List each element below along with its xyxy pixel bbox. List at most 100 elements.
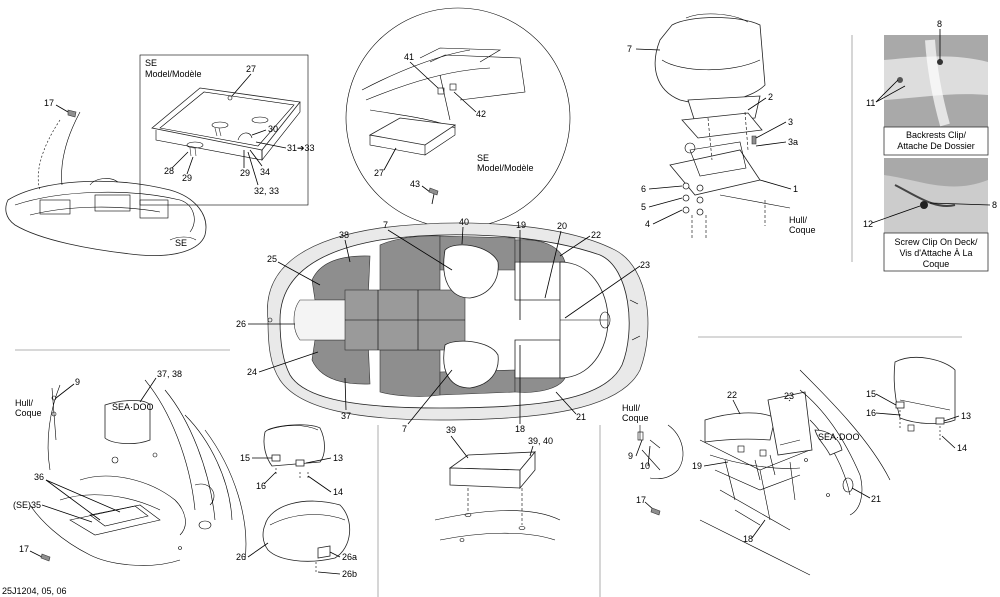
callout-18-right: 18 bbox=[743, 534, 753, 544]
callout-4: 4 bbox=[645, 219, 650, 229]
hull-left-caption-1: Hull/ bbox=[15, 398, 34, 408]
callout-16-right: 16 bbox=[866, 408, 876, 418]
callout-41: 41 bbox=[404, 52, 414, 62]
callout-17: 17 bbox=[44, 98, 54, 108]
callout-15-right: 15 bbox=[866, 389, 876, 399]
callout-22-right: 22 bbox=[727, 390, 737, 400]
se-lid-detail bbox=[361, 47, 526, 156]
callout-27: 27 bbox=[246, 64, 256, 74]
callout-22-top: 22 bbox=[591, 230, 601, 240]
se-box-caption-1: SE bbox=[145, 58, 157, 68]
se-model-box bbox=[139, 54, 309, 206]
storage-cover bbox=[434, 450, 561, 542]
callout-10: 10 bbox=[640, 461, 650, 471]
callout-27-se: 27 bbox=[374, 168, 384, 178]
hull-left-caption-2: Coque bbox=[15, 408, 42, 418]
callout-39: 39 bbox=[446, 425, 456, 435]
callout-26-bottom: 26 bbox=[236, 552, 246, 562]
se-detail-circle bbox=[345, 7, 571, 229]
callout-21-top: 21 bbox=[576, 412, 586, 422]
drawing-code: 25J1204, 05, 06 bbox=[2, 586, 67, 596]
screw-clip-photo bbox=[883, 158, 989, 272]
callout-26a: 26a bbox=[342, 552, 357, 562]
callout-21-right: 21 bbox=[871, 494, 881, 504]
callout-26b: 26b bbox=[342, 569, 357, 579]
callout-31-33: 31➔33 bbox=[287, 143, 315, 153]
callout-37-38: 37, 38 bbox=[157, 369, 182, 379]
callout-38: 38 bbox=[339, 230, 349, 240]
screw-clip-caption-1: Screw Clip On Deck/ bbox=[894, 237, 978, 247]
callout-26-top: 26 bbox=[236, 319, 246, 329]
callout-9-left: 9 bbox=[75, 377, 80, 387]
hull-seat-caption-2: Coque bbox=[789, 225, 816, 235]
callout-42: 42 bbox=[476, 109, 486, 119]
svg-text:SEA·DOO: SEA·DOO bbox=[112, 402, 154, 412]
callout-2: 2 bbox=[768, 92, 773, 102]
boat-top-view bbox=[267, 222, 649, 421]
callout-7-seat: 7 bbox=[627, 44, 632, 54]
callout-19-top: 19 bbox=[516, 220, 526, 230]
callout-8-top: 8 bbox=[937, 19, 942, 29]
callout-34: 34 bbox=[260, 167, 270, 177]
callout-18-top: 18 bbox=[515, 424, 525, 434]
hull-interior-left: SEA·DOO bbox=[29, 379, 216, 566]
callout-6: 6 bbox=[641, 184, 646, 194]
callout-30: 30 bbox=[268, 124, 278, 134]
callout-12: 12 bbox=[863, 219, 873, 229]
backrest-cushion bbox=[184, 414, 325, 561]
svg-text:SE: SE bbox=[175, 238, 187, 248]
hull-right-caption-1: Hull/ bbox=[622, 403, 641, 413]
callout-14-right: 14 bbox=[957, 443, 967, 453]
callout-29-right: 29 bbox=[240, 168, 250, 178]
callout-28: 28 bbox=[164, 166, 174, 176]
callout-3: 3 bbox=[788, 117, 793, 127]
callout-8-bottom: 8 bbox=[992, 200, 997, 210]
callout-20: 20 bbox=[557, 221, 567, 231]
rear-seat-frame: SEA·DOO bbox=[699, 369, 891, 576]
screw-icon bbox=[67, 109, 77, 118]
callout-43: 43 bbox=[410, 179, 420, 189]
callout-7-bottom: 7 bbox=[402, 424, 407, 434]
callout-37-top: 37 bbox=[341, 411, 351, 421]
callout-23-top: 23 bbox=[640, 260, 650, 270]
callout-9-right: 9 bbox=[628, 451, 633, 461]
boat-perspective-small: SE bbox=[5, 111, 207, 256]
hull-seat-caption-1: Hull/ bbox=[789, 215, 808, 225]
callout-5: 5 bbox=[641, 202, 646, 212]
screw-icon bbox=[40, 553, 51, 562]
callout-13-left: 13 bbox=[333, 453, 343, 463]
callout-7-top: 7 bbox=[383, 220, 388, 230]
screw-clip-caption-2: Vis d'Attache À La bbox=[899, 248, 972, 258]
hull-clip-detail bbox=[637, 424, 684, 480]
callout-3a: 3a bbox=[788, 137, 798, 147]
backrest-clip-caption-1: Backrests Clip/ bbox=[906, 130, 967, 140]
backrest-right bbox=[893, 357, 956, 440]
backrest-clip-photo bbox=[883, 35, 989, 156]
callout-14-left: 14 bbox=[333, 487, 343, 497]
callout-40: 40 bbox=[459, 217, 469, 227]
se-box-caption-2: Model/Modèle bbox=[145, 69, 202, 79]
callout-23-right: 23 bbox=[784, 391, 794, 401]
callout-36: 36 bbox=[34, 472, 44, 482]
callout-29-left: 29 bbox=[182, 173, 192, 183]
se-circle-caption-2: Model/Modèle bbox=[477, 163, 534, 173]
callout-11: 11 bbox=[866, 98, 875, 108]
screw-icon bbox=[650, 507, 661, 516]
callout-19-right: 19 bbox=[692, 461, 702, 471]
se-circle-caption-1: SE bbox=[477, 153, 489, 163]
callout-32-33: 32, 33 bbox=[254, 186, 279, 196]
backrest-clip-caption-2: Attache De Dossier bbox=[897, 141, 975, 151]
callout-17-bottom-left: 17 bbox=[19, 544, 29, 554]
svg-text:SEA·DOO: SEA·DOO bbox=[818, 432, 860, 442]
callout-13-right: 13 bbox=[961, 411, 971, 421]
callout-se-35: (SE)35 bbox=[13, 500, 41, 510]
callout-39-40: 39, 40 bbox=[528, 436, 553, 446]
screw-icon bbox=[428, 187, 439, 196]
storage-lid bbox=[151, 87, 301, 161]
seat-cushion bbox=[262, 500, 351, 574]
hull-right-caption-2: Coque bbox=[622, 413, 649, 423]
callout-25: 25 bbox=[267, 254, 277, 264]
callout-1: 1 bbox=[793, 184, 798, 194]
callout-17-right: 17 bbox=[636, 495, 646, 505]
